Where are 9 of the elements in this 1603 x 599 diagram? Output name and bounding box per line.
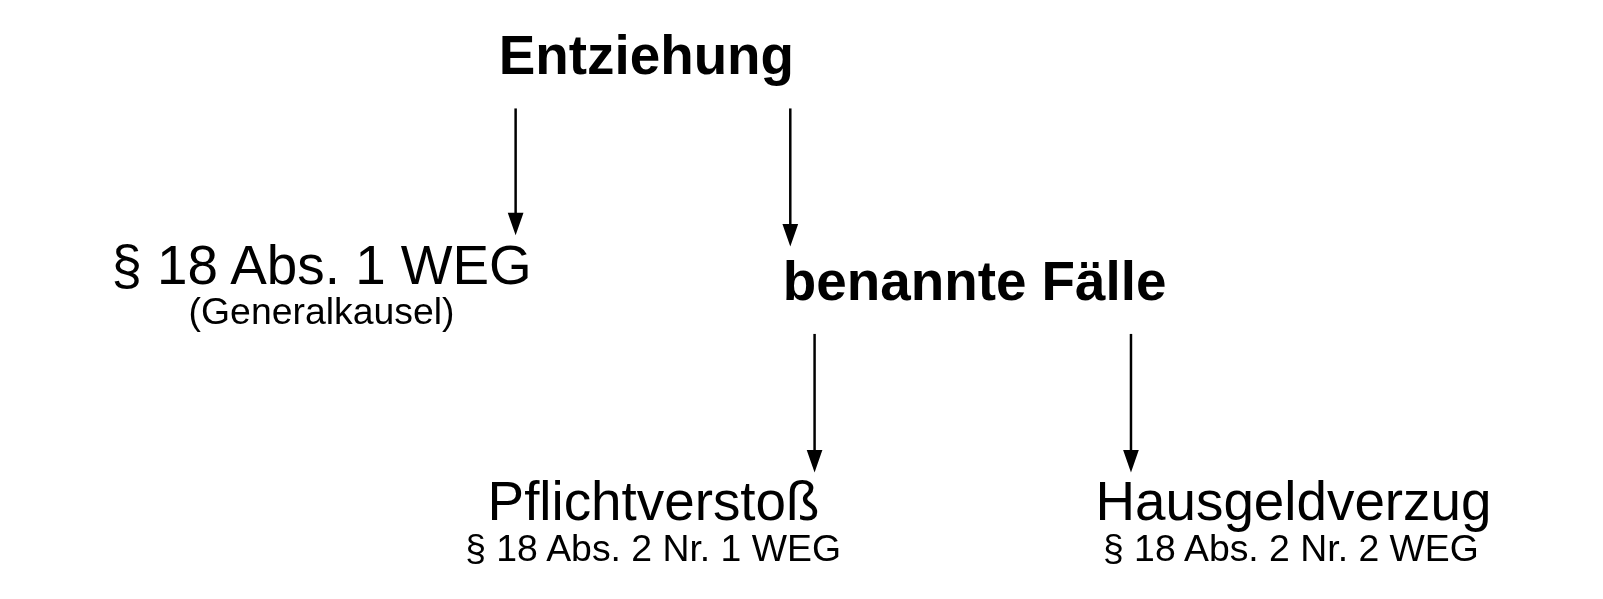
- arrow: [806, 333, 823, 473]
- node-text: Hausgeldverzug § 18 Abs. 2 Nr. 2 WEG: [1095, 470, 1492, 570]
- arrow: [507, 108, 524, 236]
- arrow: [782, 108, 799, 247]
- arrow: [1123, 333, 1139, 473]
- node-text: § 18 Abs. 1 WEG (Generalkausel): [111, 233, 532, 333]
- node-text: Entziehung: [498, 24, 795, 87]
- node-text: Pflichtverstoß § 18 Abs. 2 Nr. 1 WEG: [465, 470, 842, 570]
- node-text: benannte Fälle: [782, 249, 1167, 312]
